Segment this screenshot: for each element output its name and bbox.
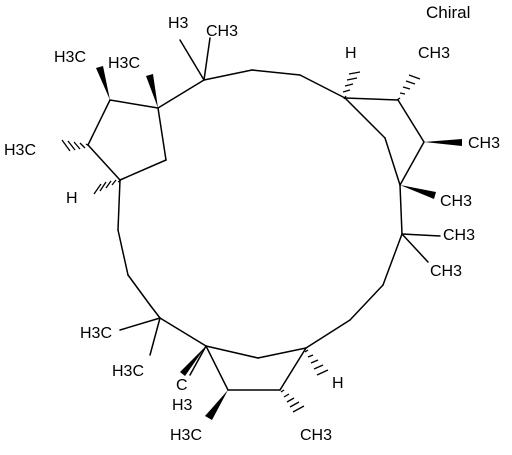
- bond: [87, 99, 111, 146]
- bond: [397, 99, 425, 143]
- methyl-label: CH3: [418, 45, 450, 62]
- hash-bond: [342, 71, 361, 100]
- bond: [305, 319, 351, 349]
- methyl-label: H3C: [4, 142, 36, 159]
- methyl-label: H3C: [108, 55, 140, 72]
- bond: [399, 184, 403, 235]
- hydrogen-label: H: [332, 375, 344, 392]
- atom-labels: H3C H3C H3C H3 CH3 H CH3 CH3 CH3 CH3 CH3…: [4, 15, 500, 444]
- bond: [119, 159, 167, 181]
- hash-bond: [280, 389, 305, 413]
- methyl-label: H3: [172, 397, 193, 414]
- bond: [205, 345, 259, 359]
- methyl-label: CH3: [206, 23, 238, 40]
- bond: [179, 39, 205, 81]
- bond: [127, 274, 151, 306]
- hydrogen-label: H: [66, 190, 78, 207]
- bond: [344, 97, 386, 139]
- methyl-label: CH3: [430, 263, 462, 280]
- bond: [109, 99, 159, 109]
- methyl-label: H3: [168, 15, 189, 32]
- bond: [344, 97, 399, 101]
- methyl-label: CH3: [443, 227, 475, 244]
- stereo-wedges: [61, 66, 462, 420]
- hydrogen-label: H: [345, 45, 357, 62]
- methyl-label: H3C: [80, 325, 112, 342]
- chiral-label: Chiral: [426, 3, 470, 22]
- hash-bond: [93, 179, 122, 195]
- hash-bond: [396, 74, 421, 101]
- wedge-bond: [146, 74, 158, 108]
- methyl-label: H3C: [54, 49, 86, 66]
- methyl-label: CH3: [468, 135, 500, 152]
- wedge-bond: [424, 139, 462, 146]
- bond: [382, 233, 403, 286]
- bond: [149, 317, 161, 356]
- methyl-label: H3C: [170, 427, 202, 444]
- bond: [349, 284, 384, 321]
- bond: [117, 179, 121, 231]
- bond: [203, 69, 253, 81]
- hash-bond: [304, 349, 329, 376]
- wedge-bond: [400, 185, 436, 199]
- bond: [87, 144, 121, 181]
- wedge-bond: [96, 66, 110, 100]
- bond: [401, 233, 429, 263]
- bond: [157, 107, 167, 161]
- methyl-label: H3C: [112, 363, 144, 380]
- bond-lines: [87, 37, 441, 391]
- hash-bond: [61, 139, 90, 152]
- wedge-bond: [180, 346, 206, 376]
- bond: [149, 304, 161, 319]
- bond: [203, 37, 211, 81]
- bond: [299, 74, 346, 99]
- bond: [117, 229, 129, 276]
- bond: [279, 347, 307, 391]
- bond: [205, 345, 229, 391]
- wedge-bond: [205, 390, 228, 420]
- bond: [384, 137, 401, 186]
- methyl-label: CH3: [300, 427, 332, 444]
- bond: [251, 69, 301, 76]
- bond: [119, 317, 161, 331]
- bond: [401, 233, 441, 237]
- methyl-label: CH3: [440, 193, 472, 210]
- bond: [157, 79, 205, 109]
- methyl-label: C: [176, 377, 188, 394]
- bond: [399, 141, 425, 186]
- bond: [189, 345, 207, 376]
- bond: [257, 347, 307, 359]
- bond: [159, 317, 207, 347]
